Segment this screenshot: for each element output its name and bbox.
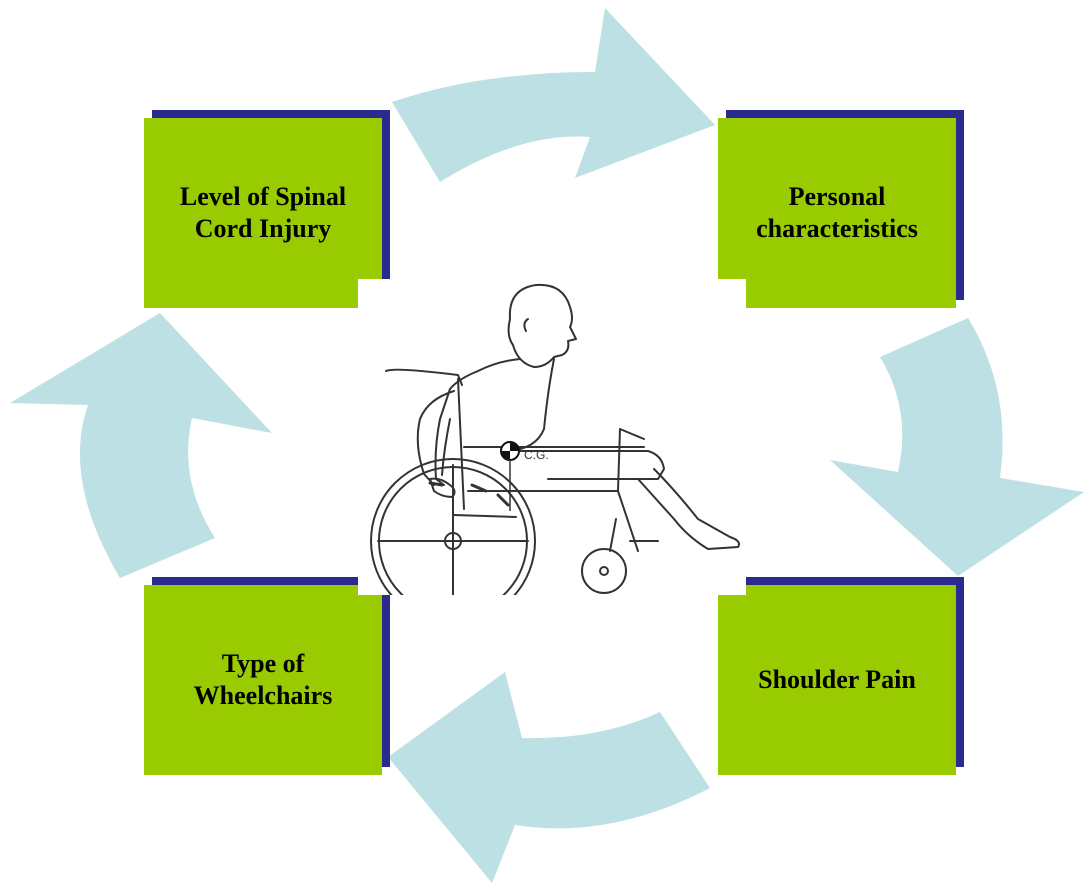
caster-fork (609, 518, 617, 552)
hand (429, 477, 456, 498)
box-type-of-wheelchairs: Type of Wheelchairs (144, 577, 390, 775)
box-label: Level of Spinal Cord Injury (179, 182, 347, 243)
box-label: Personal characteristics (756, 182, 918, 243)
thigh (507, 450, 665, 480)
arrow-left (10, 313, 272, 578)
arrow-right (830, 318, 1084, 576)
chest (507, 358, 555, 452)
box-shoulder-pain: Shoulder Pain (718, 577, 964, 775)
force-arrow-2 (470, 483, 488, 493)
front-frame (617, 428, 645, 492)
caster-wheel (581, 548, 627, 594)
moment-arm (453, 514, 517, 518)
arrow-top (392, 8, 715, 182)
box-face: Personal characteristics (718, 118, 956, 308)
box-level-of-spinal-cord-injury: Level of Spinal Cord Injury (144, 110, 390, 308)
arrow-bottom (388, 672, 710, 883)
box-personal-characteristics: Personal characteristics (718, 110, 964, 308)
wheelchair-user-drawing: C.G. (370, 283, 740, 624)
ear (523, 318, 529, 332)
box-face: Type of Wheelchairs (144, 585, 382, 775)
lower-leg (637, 468, 740, 550)
box-label: Shoulder Pain (758, 665, 916, 694)
cg-label: C.G. (524, 448, 549, 462)
forearm (441, 418, 451, 476)
torso (434, 358, 521, 486)
chair-upright (457, 378, 465, 510)
force-arrow-3 (496, 493, 510, 507)
force-arrow-1 (428, 481, 444, 487)
head-outline (507, 283, 577, 368)
chair-back (385, 368, 463, 386)
center-of-gravity-marker (500, 441, 520, 511)
arm (416, 390, 455, 486)
box-face: Shoulder Pain (718, 585, 956, 775)
caster-hub (599, 566, 609, 576)
box-label: Type of Wheelchairs (193, 649, 333, 710)
box-face: Level of Spinal Cord Injury (144, 118, 382, 308)
wheelchair-illustration: C.G. (358, 279, 746, 624)
